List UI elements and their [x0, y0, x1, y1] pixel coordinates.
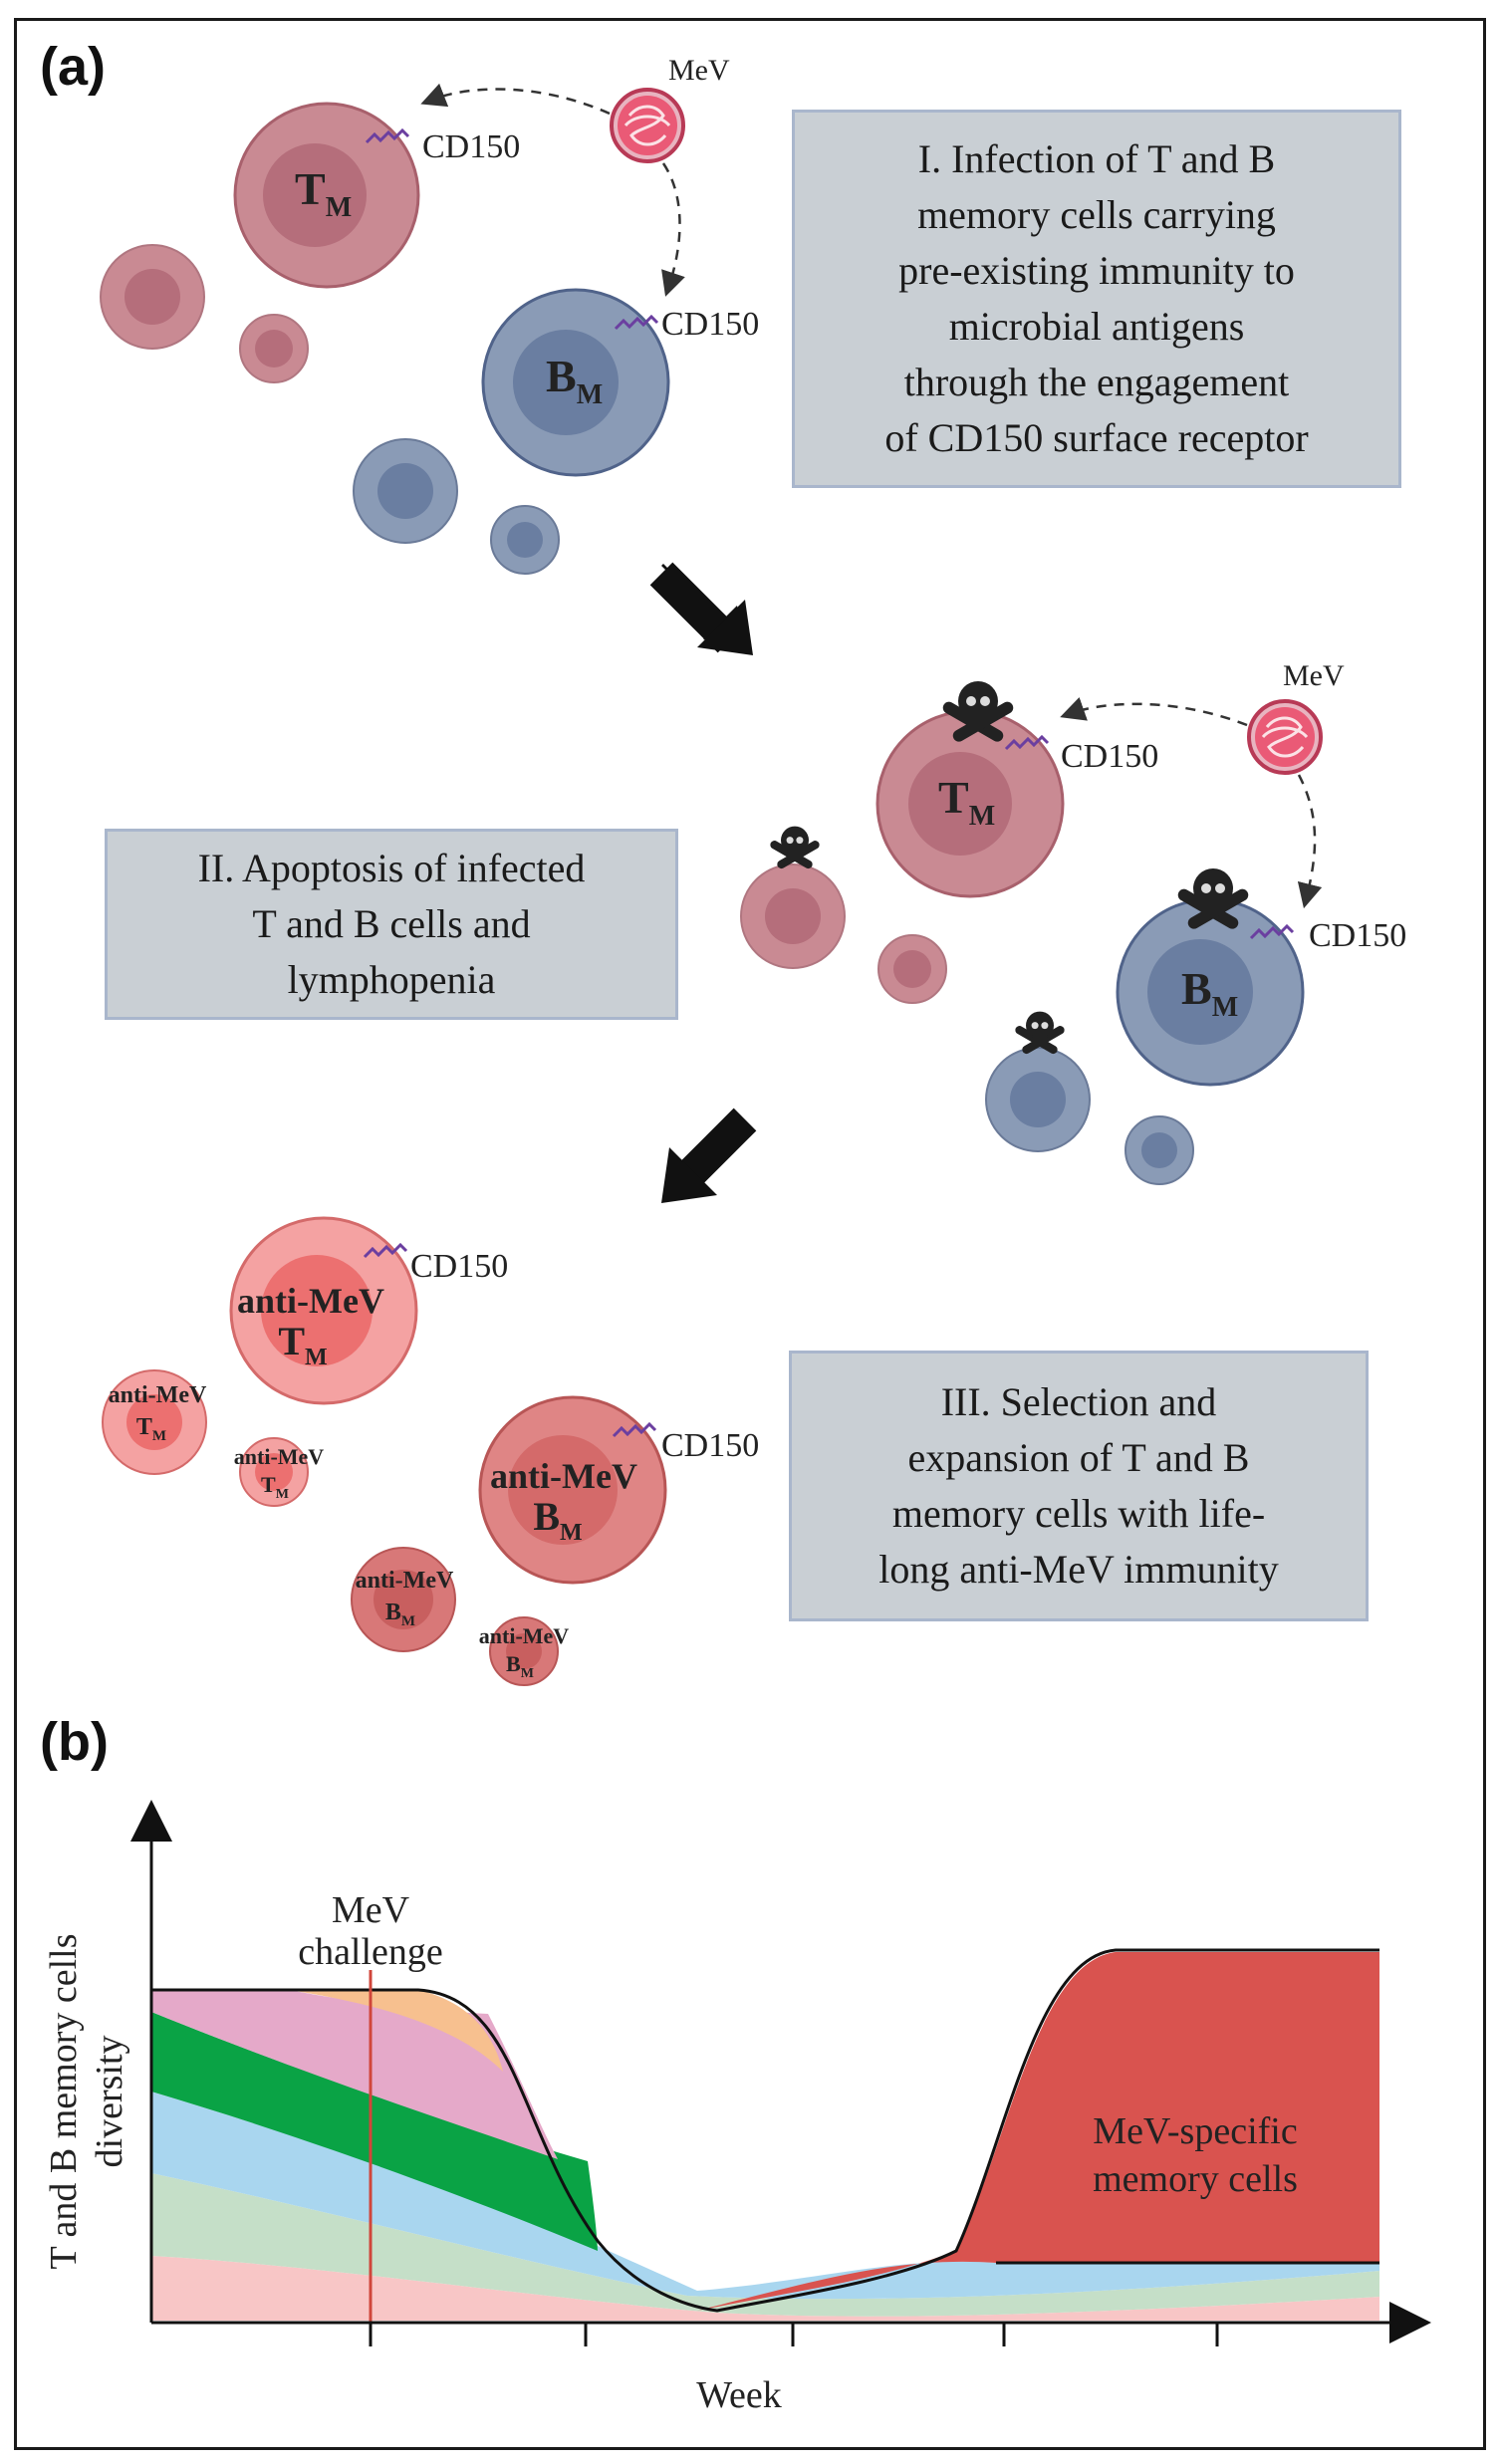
stage1-t-cell-label: TM	[295, 163, 352, 223]
stage3-t-large-label: TM	[278, 1319, 327, 1370]
challenge-label-2: challenge	[298, 1931, 443, 1973]
stage1-cells	[100, 102, 670, 575]
stage2-b-receptor	[1249, 923, 1295, 940]
stage3-anti-b-small: anti-MeV	[479, 1623, 570, 1648]
specific-label-1: MeV-specific	[1093, 2110, 1297, 2152]
diversity-curve	[151, 1948, 1379, 2313]
stage1-b-cell-label: BM	[546, 351, 603, 410]
band-green	[151, 2012, 598, 2251]
x-axis-label: Week	[696, 2374, 782, 2416]
panel-a-illustration: TM BM CD150 CD150 MeV TM BM CD150 CD150 …	[100, 54, 1406, 1686]
stage1-t-receptor	[365, 127, 410, 144]
stage2-t-cell-label: TM	[938, 772, 995, 832]
stage3-b-small-label: BM	[506, 1651, 534, 1681]
stage2-cd150-t: CD150	[1061, 738, 1158, 775]
specific-memory-area	[697, 1952, 1379, 2311]
band-orange	[289, 1990, 503, 2072]
stage1-b-receptor	[614, 314, 659, 331]
panel-b-schematic: MeV challenge MeV-specific memory cells …	[43, 1800, 1431, 2416]
stage3-cd150-t: CD150	[410, 1248, 508, 1285]
stage2-b-cell-label: BM	[1181, 963, 1238, 1023]
stage3-anti-t-medium: anti-MeV	[109, 1382, 207, 1408]
stage2-skull-icon-small-t	[768, 826, 822, 870]
stage3-description: III. Selection and expansion of T and B …	[789, 1351, 1369, 1621]
figure-frame	[14, 18, 1486, 2450]
stage3-anti-t-small: anti-MeV	[234, 1444, 325, 1469]
stage1-virus-icon	[610, 88, 685, 163]
stage3-b-medium-label: BM	[385, 1600, 415, 1629]
transition-arrow-2-shaft	[673, 1108, 757, 1191]
stage3-anti-b-large: anti-MeV	[490, 1456, 637, 1496]
stage2-cd150-b: CD150	[1309, 917, 1406, 954]
stage2-virus-label: MeV	[1283, 659, 1345, 692]
stage1-virus-label: MeV	[668, 54, 730, 87]
transition-arrow-1-head	[697, 600, 753, 655]
stage3-t-small-label: TM	[261, 1472, 289, 1502]
stage2-infection-arrow-b	[1297, 774, 1323, 909]
stage3-anti-b-medium: anti-MeV	[356, 1568, 454, 1594]
stage3-anti-t-large: anti-MeV	[237, 1281, 384, 1321]
stage3-t-receptor	[363, 1242, 408, 1259]
panel-a-label: (a)	[40, 37, 106, 97]
stage3-b-large-label: BM	[533, 1494, 582, 1546]
band-green-light	[151, 2173, 1379, 2317]
stage3-cells	[102, 1216, 667, 1686]
panel-b-label: (b)	[40, 1712, 109, 1772]
stage2-cells	[740, 709, 1305, 1185]
stage1-cd150-b: CD150	[661, 306, 759, 343]
transition-arrow-2-head	[661, 1147, 717, 1203]
specific-label-2: memory cells	[1093, 2158, 1298, 2200]
stage2-t-receptor	[1004, 734, 1050, 751]
stage3-b-receptor	[612, 1421, 657, 1438]
band-pink	[151, 2256, 1379, 2321]
stage3-t-medium-label: TM	[136, 1414, 166, 1444]
stage3-cd150-b: CD150	[661, 1427, 759, 1464]
stage1-description: I. Infection of T and B memory cells car…	[792, 110, 1401, 488]
stage2-description: II. Apoptosis of infected T and B cells …	[105, 829, 678, 1020]
challenge-label-1: MeV	[332, 1889, 410, 1931]
stage2-virus-icon	[1247, 699, 1323, 775]
stage2-infection-arrow-t	[1060, 697, 1248, 727]
stage1-infection-arrow-t	[420, 83, 611, 116]
y-axis-label-1: T and B memory cells	[43, 1933, 85, 2269]
stage1-infection-arrow-b	[661, 162, 685, 297]
band-blue	[151, 2092, 1379, 2300]
stage1-cd150-t: CD150	[422, 128, 520, 165]
y-axis-label-2: diversity	[89, 2036, 130, 2168]
